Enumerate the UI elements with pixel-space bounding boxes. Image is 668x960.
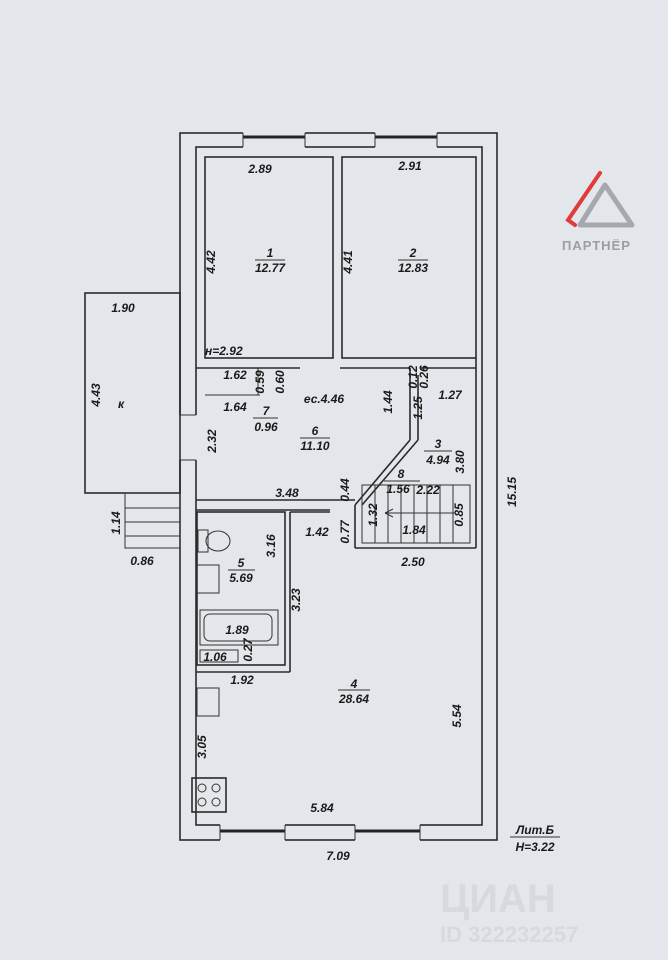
dimension-label: 1.92: [230, 673, 254, 687]
stove-icon: [191, 777, 227, 813]
room-7-area: 0.96: [254, 420, 278, 434]
liter-stamp: Лит.Б Н=3.22: [515, 823, 555, 854]
room-7-number: 7: [263, 404, 271, 418]
dimension-label: 1.06: [203, 650, 227, 664]
dimension-label: 0.59: [253, 370, 267, 394]
watermark-id: ID 322232257: [440, 922, 578, 947]
bathtub-icon: [199, 609, 279, 646]
dimension-label: 4.41: [341, 250, 355, 275]
dimension-label: 1.89: [225, 623, 249, 637]
dimension-label: 1.32: [366, 503, 380, 527]
watermark: ЦИАН ID 322232257: [440, 877, 578, 947]
room-6-number: 6: [312, 424, 319, 438]
dimension-label: 3.48: [275, 486, 299, 500]
kitchen-sink-icon: [196, 687, 220, 717]
dimension-label: 2.32: [205, 429, 219, 454]
dimension-label: 1.14: [109, 511, 123, 535]
room-3-area: 4.94: [425, 453, 450, 467]
dimension-label: 2.91: [397, 159, 422, 173]
dimension-label: 3.05: [195, 735, 209, 759]
dimension-label: 0.44: [338, 478, 352, 502]
room-2-number: 2: [409, 246, 417, 260]
dimension-label: 0.86: [130, 554, 154, 568]
dimension-label: 1.44: [381, 390, 395, 414]
dimension-label: 15.15: [505, 477, 519, 507]
dimension-label: ес.4.46: [304, 392, 345, 406]
room-3-number: 3: [435, 437, 442, 451]
dimension-label: н=2.92: [205, 344, 243, 358]
dimension-label: 3.16: [264, 534, 278, 558]
dimension-label: 1.42: [305, 525, 329, 539]
dimension-labels: 2.89 2.91 4.42 4.41 1.90 4.43 н=2.92 1.6…: [89, 159, 519, 863]
toilet-icon: [197, 529, 231, 553]
room-1-area: 12.77: [255, 261, 286, 275]
dimension-label: 4.42: [204, 250, 218, 275]
sink-icon: [196, 564, 220, 594]
room-labels: 1 12.77 2 12.83 3 4.94 4 28.64 5 5.69 6 …: [118, 246, 450, 706]
dimension-label: 1.84: [402, 523, 426, 537]
room-8-area: 1.56: [386, 482, 410, 496]
dimension-label: 4.43: [89, 383, 103, 408]
logo-accent-icon: [565, 171, 602, 227]
room-2-area: 12.83: [398, 261, 428, 275]
room-8-number: 8: [398, 467, 405, 481]
dimension-label: 5.84: [310, 801, 334, 815]
dimension-label: 1.62: [223, 368, 247, 382]
watermark-brand: ЦИАН: [440, 877, 556, 921]
dimension-label: 5.54: [450, 704, 464, 728]
room-1-number: 1: [267, 246, 274, 260]
room-5-number: 5: [238, 556, 245, 570]
dimension-label: 2.22: [415, 483, 440, 497]
room-6-area: 11.10: [300, 439, 329, 453]
dimension-label: 0.12: [406, 365, 420, 389]
dimension-label: 2.89: [247, 162, 272, 176]
dimension-label: 0.26: [417, 365, 431, 389]
staircase: [361, 484, 471, 544]
liter-label: Лит.Б: [515, 823, 554, 837]
dimension-label: 3.23: [289, 588, 303, 612]
dimension-label: 1.25: [411, 396, 425, 420]
logo-text: ПАРТНЁР: [562, 238, 631, 253]
dimension-label: 7.09: [326, 849, 350, 863]
dimension-label: 0.60: [273, 370, 287, 394]
partner-logo: ПАРТНЁР: [562, 171, 635, 253]
dimension-label: 1.90: [111, 301, 135, 315]
room-5-area: 5.69: [229, 571, 253, 585]
ceiling-height-label: Н=3.22: [515, 840, 554, 854]
dimension-label: 3.80: [453, 450, 467, 474]
dimension-label: 0.77: [338, 519, 352, 544]
room-4-area: 28.64: [338, 692, 369, 706]
porch-steps: [124, 492, 181, 549]
logo-triangle-icon: [577, 182, 635, 228]
dimension-label: 0.27: [241, 637, 255, 662]
dimension-label: 0.85: [452, 503, 466, 527]
dimension-label: 1.27: [438, 388, 463, 402]
washbasin-icon: [199, 649, 239, 663]
room-4-number: 4: [350, 677, 358, 691]
outer-walls: [176, 130, 498, 842]
dimension-label: 1.64: [223, 400, 247, 414]
dimension-label: 2.50: [400, 555, 425, 569]
porch-label: к: [118, 397, 125, 411]
interior-walls: [84, 156, 560, 838]
